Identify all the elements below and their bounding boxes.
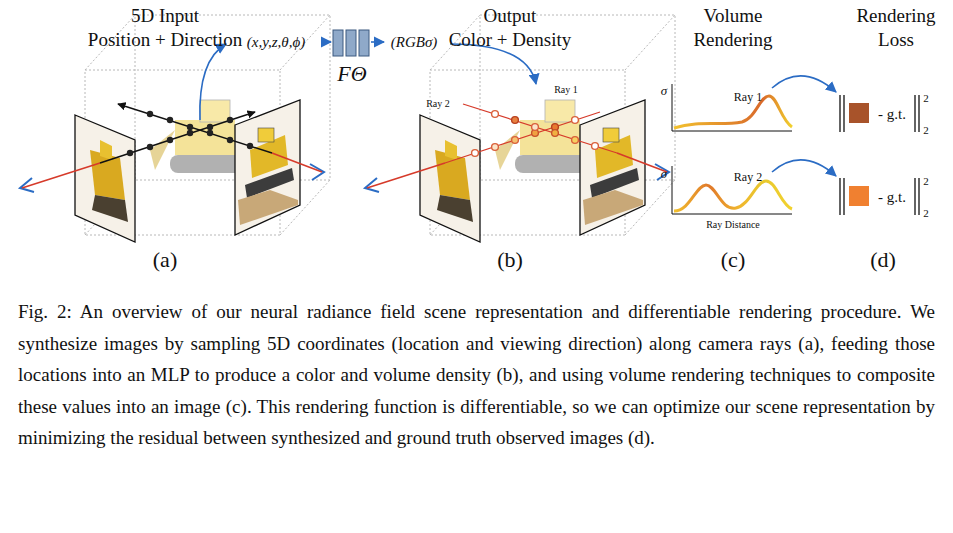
column-heading: 5D Input	[131, 6, 199, 27]
plot-label: Ray 1	[734, 91, 762, 104]
column-heading: Volume	[704, 6, 763, 27]
mlp-label: FΘ	[337, 62, 366, 86]
panel-letter: (b)	[497, 248, 523, 272]
axis-label: σ	[661, 167, 667, 181]
loss-term: - g.t.	[878, 106, 906, 123]
loss-term: - g.t.	[878, 189, 906, 206]
output-values: (RGBσ)	[391, 34, 438, 51]
column-heading: Loss	[878, 30, 914, 51]
column-heading: Rendering	[856, 6, 935, 27]
ray-label: Ray 2	[424, 98, 452, 109]
column-heading: Color + Density	[449, 30, 572, 51]
column-heading: Rendering	[693, 30, 772, 51]
norm-exponent: 2	[923, 175, 929, 187]
axis-label: Ray Distance	[706, 219, 760, 230]
panel-letter: (c)	[721, 248, 745, 272]
axis-label: σ	[661, 84, 667, 98]
panel-letter: (a)	[153, 248, 177, 272]
panel-letter: (d)	[870, 248, 896, 272]
column-heading: Position + Direction	[88, 30, 242, 51]
plot-label: Ray 2	[734, 171, 762, 184]
norm-exponent: 2	[923, 92, 929, 104]
figure-caption: Fig. 2: An overview of our neural radian…	[18, 296, 935, 454]
norm-subscript: 2	[923, 207, 929, 219]
input-coordinates: (x,y,z,θ,ϕ)	[247, 34, 305, 51]
column-heading: Output	[484, 6, 537, 27]
norm-subscript: 2	[923, 124, 929, 136]
ray-label: Ray 1	[552, 84, 580, 95]
